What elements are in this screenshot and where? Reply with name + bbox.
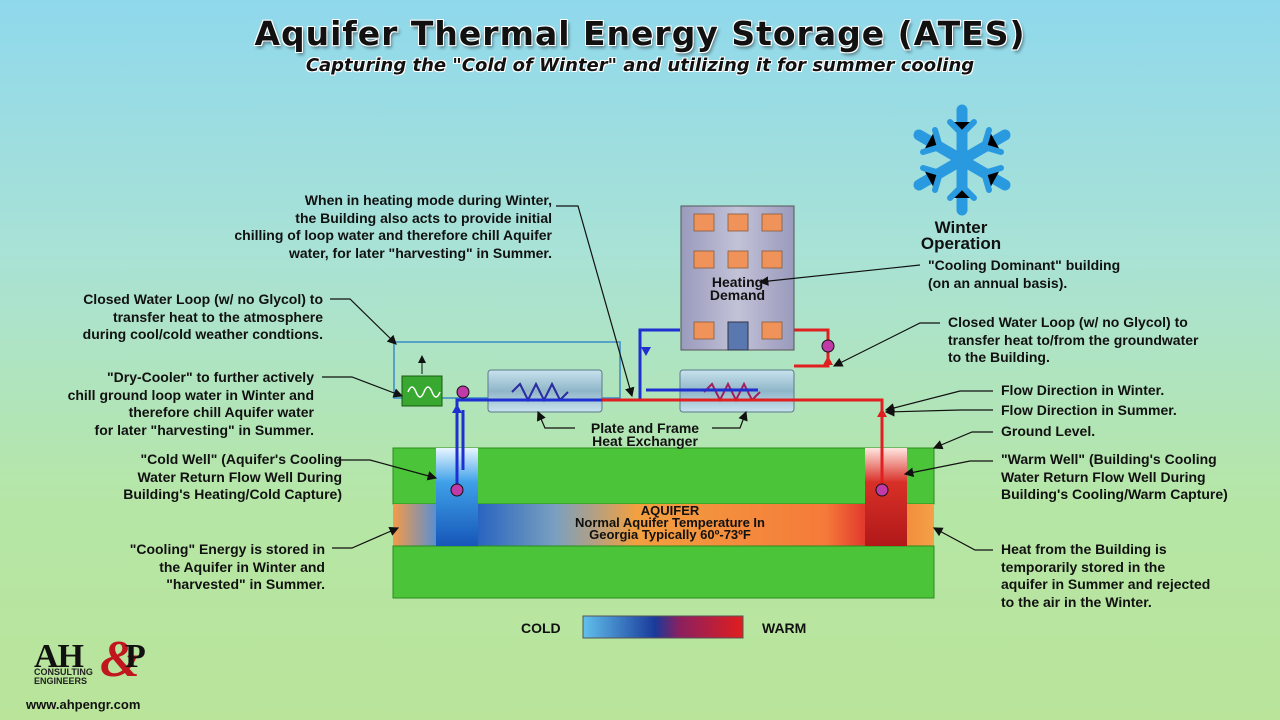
warm-pipe bbox=[602, 398, 884, 490]
arrow-down-icon bbox=[641, 347, 651, 356]
pump-icon bbox=[456, 385, 470, 399]
legend-warm-label: WARM bbox=[762, 620, 807, 636]
building-label: Heating Demand bbox=[709, 274, 766, 303]
annotation-heat-building: Heat from the Building is temporarily st… bbox=[1001, 541, 1211, 610]
annotation-cooling-dominant: "Cooling Dominant" building (on an annua… bbox=[928, 257, 1121, 291]
arrow-up-icon bbox=[823, 356, 833, 365]
annotation-heating-mode: When in heating mode during Winter, the … bbox=[234, 192, 552, 261]
cold-pipe bbox=[638, 328, 680, 400]
aquifer-label: AQUIFER Normal Aquifer Temperature In Ge… bbox=[575, 503, 765, 542]
page-subtitle: Capturing the "Cold of Winter" and utili… bbox=[305, 55, 975, 76]
page-title: Aquifer Thermal Energy Storage (ATES) bbox=[254, 14, 1026, 53]
annotation-warm-well: "Warm Well" (Building's Cooling Water Re… bbox=[1001, 451, 1228, 502]
annotation-flow-winter: Flow Direction in Winter. bbox=[1001, 382, 1165, 398]
logo-p: P bbox=[125, 638, 146, 675]
ground-lower bbox=[392, 545, 935, 599]
pump-icon bbox=[875, 483, 889, 497]
logo-letters: AH bbox=[34, 638, 84, 675]
dry-cooler-coil bbox=[407, 386, 441, 398]
hx-coil bbox=[511, 381, 569, 403]
logo-ampersand: & bbox=[100, 631, 141, 688]
warm-well bbox=[865, 448, 907, 546]
hx-coil bbox=[703, 381, 761, 403]
logo-subtext: CONSULTING ENGINEERS bbox=[34, 667, 93, 686]
pump-icon bbox=[821, 339, 835, 353]
annotation-flow-summer: Flow Direction in Summer. bbox=[1001, 402, 1177, 418]
legend-cold-label: COLD bbox=[521, 620, 561, 636]
heat-exchanger-label: Plate and Frame Heat Exchanger bbox=[590, 420, 700, 449]
ground-upper bbox=[392, 447, 935, 505]
arrow-up-icon bbox=[452, 404, 462, 413]
annotation-closed-loop-right: Closed Water Loop (w/ no Glycol) to tran… bbox=[948, 314, 1199, 365]
legend-bar bbox=[582, 615, 744, 639]
annotation-cold-well: "Cold Well" (Aquifer's Cooling Water Ret… bbox=[123, 451, 342, 502]
annotation-dry-cooler: "Dry-Cooler" to further actively chill g… bbox=[67, 369, 314, 438]
pump-icon bbox=[450, 483, 464, 497]
heat-exchanger-icon bbox=[487, 369, 603, 413]
cold-pipe bbox=[455, 398, 640, 490]
website-link[interactable]: www.ahpengr.com bbox=[26, 697, 141, 712]
annotation-cooling-energy: "Cooling" Energy is stored in the Aquife… bbox=[129, 541, 325, 592]
annotation-ground-level: Ground Level. bbox=[1001, 423, 1096, 439]
building-windows bbox=[693, 213, 783, 340]
leader-lines bbox=[322, 205, 993, 551]
annotation-closed-loop-left: Closed Water Loop (w/ no Glycol) to tran… bbox=[82, 291, 323, 342]
arrow-up-icon bbox=[877, 408, 887, 417]
building-door bbox=[727, 321, 749, 351]
season-label: Winter Operation bbox=[920, 218, 1002, 253]
snowflake-icon bbox=[913, 104, 1011, 216]
aquifer-band bbox=[393, 504, 934, 546]
